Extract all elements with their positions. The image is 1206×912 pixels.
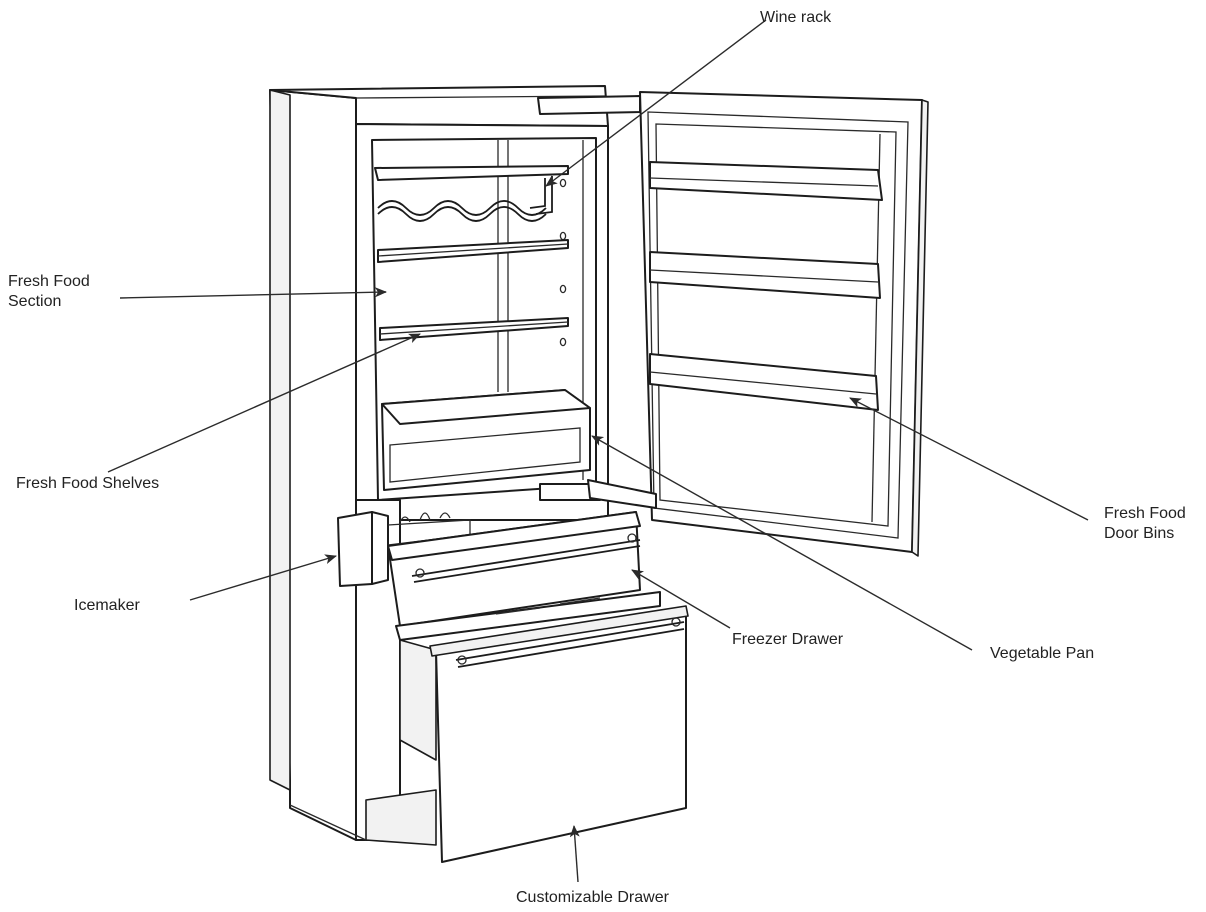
label-wine-rack: Wine rack bbox=[760, 8, 831, 28]
label-fresh-food-section-line1: Fresh Food bbox=[8, 272, 90, 292]
leader-customizable-drawer bbox=[574, 826, 578, 882]
label-freezer-drawer: Freezer Drawer bbox=[732, 630, 843, 650]
label-customizable-drawer: Customizable Drawer bbox=[516, 888, 669, 908]
label-icemaker: Icemaker bbox=[74, 596, 140, 616]
label-fresh-food-door-bins: Fresh Food Door Bins bbox=[1104, 504, 1186, 544]
label-fresh-food-section-line2: Section bbox=[8, 292, 90, 312]
customizable-drawer bbox=[396, 592, 688, 862]
label-fresh-food-section: Fresh Food Section bbox=[8, 272, 90, 312]
label-vegetable-pan: Vegetable Pan bbox=[990, 644, 1094, 664]
label-door-bins-line1: Fresh Food bbox=[1104, 504, 1186, 524]
label-fresh-food-shelves: Fresh Food Shelves bbox=[16, 474, 159, 494]
label-door-bins-line2: Door Bins bbox=[1104, 524, 1186, 544]
